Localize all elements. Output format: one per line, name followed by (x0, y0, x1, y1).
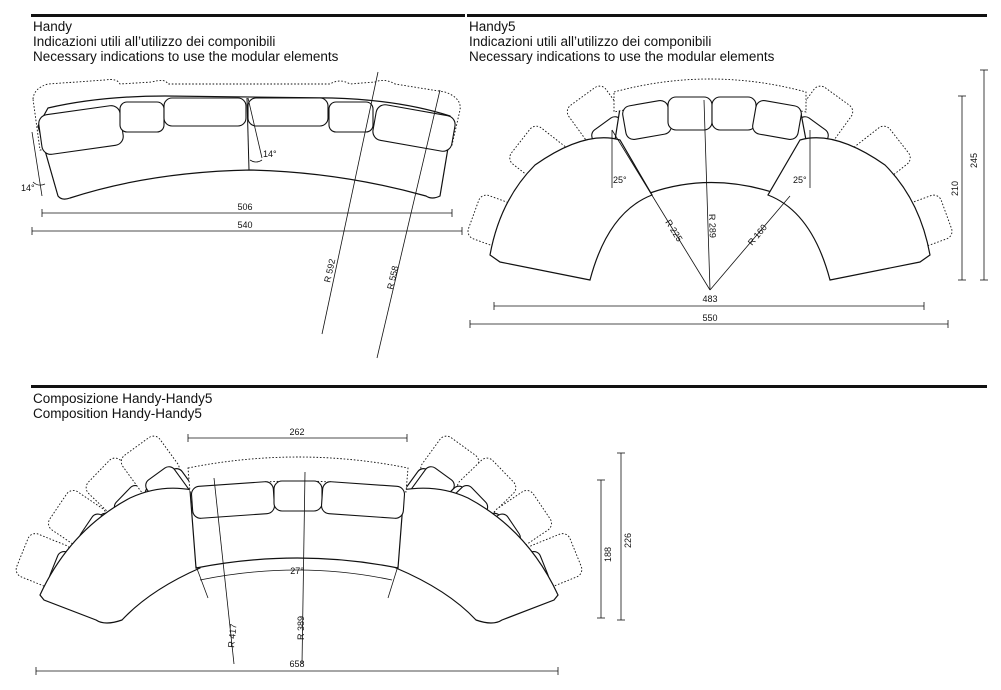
handy-cushion-5 (328, 101, 374, 133)
handy5-radius-line-c (709, 195, 791, 291)
handy-line-en: Necessary indications to use the modular… (33, 49, 339, 64)
handy5-line-en: Necessary indications to use the modular… (469, 49, 775, 64)
composition-total-width-label: 658 (289, 659, 304, 669)
handy5-left-seat-block (489, 137, 653, 281)
handy-heading: Handy Indicazioni utili all’utilizzo dei… (33, 19, 338, 64)
composition-title-en: Composition Handy-Handy5 (33, 406, 202, 421)
handy5-diagram: 483 550 210 245 25° 25° R 225 R 289 R 16… (465, 69, 988, 328)
handy5-radius-line-a (611, 129, 711, 291)
handy-seat-divider (246, 97, 250, 171)
composition-rule (31, 385, 987, 388)
top-rule-right (467, 14, 987, 17)
composition-depth-inner-label: 188 (603, 547, 613, 562)
composition-radius-outer-label: R 417 (226, 623, 238, 648)
composition-angle-arc (199, 569, 393, 581)
handy-cushion-4 (247, 97, 329, 127)
composition-radius-inner-line (301, 471, 306, 665)
composition-cushion-1 (190, 481, 276, 519)
handy-diagram: 506 540 14° 14° R 592 R 558 (21, 71, 463, 359)
handy-width-outer-label: 540 (237, 220, 252, 230)
handy-radius-inner-label: R 558 (385, 265, 400, 291)
composition-angle-right-line (387, 565, 399, 599)
handy-angle-center-arc (249, 159, 263, 163)
handy-angle-center-label: 14° (263, 149, 277, 159)
handy-cushion-3 (163, 97, 247, 127)
handy5-right-seat-block (767, 137, 931, 281)
handy-radius-inner-line (376, 89, 441, 359)
composition-heading: Composizione Handy-Handy5 Composition Ha… (33, 391, 212, 421)
handy5-title: Handy5 (469, 19, 516, 34)
composition-radius-inner-label: R 389 (296, 616, 306, 640)
handy5-center-cushion-4 (752, 99, 802, 141)
composition-title-it: Composizione Handy-Handy5 (33, 391, 213, 406)
composition-depth-outer-label: 226 (623, 533, 633, 548)
handy5-depth-outer-label: 245 (969, 153, 979, 168)
handy-cushion-6 (372, 104, 456, 152)
composition-top-width-label: 262 (289, 427, 304, 437)
handy5-center-cushion-1 (622, 99, 672, 141)
composition-angle-label: 27° (290, 566, 304, 576)
handy5-center-cushion-2 (667, 96, 713, 131)
top-rule-left (31, 14, 465, 17)
handy5-line-it: Indicazioni utili all’utilizzo dei compo… (469, 34, 712, 49)
handy5-heading: Handy5 Indicazioni utili all’utilizzo de… (469, 19, 774, 64)
handy-radius-outer-line (321, 71, 379, 335)
handy5-angle-left-label: 25° (613, 175, 627, 185)
handy5-radius-b-label: R 289 (707, 214, 718, 238)
handy-angle-left-label: 14° (21, 183, 35, 193)
handy-title: Handy (33, 19, 73, 34)
composition-cushion-3 (320, 481, 406, 519)
handy5-width-inner-label: 483 (702, 294, 717, 304)
handy5-width-outer-label: 550 (702, 313, 717, 323)
handy5-radius-c-label: R 160 (746, 222, 769, 247)
composition-radius-outer-line (213, 477, 235, 665)
handy-angle-center-line (247, 97, 263, 159)
handy5-radius-a-label: R 225 (663, 218, 684, 244)
handy-width-inner-label: 506 (237, 202, 252, 212)
handy5-center-cushion-3 (711, 96, 757, 131)
handy5-radius-line-b (703, 99, 711, 291)
handy-line-it: Indicazioni utili all’utilizzo dei compo… (33, 34, 276, 49)
handy5-depth-inner-label: 210 (950, 181, 960, 196)
composition-cushion-2 (273, 480, 323, 512)
composition-diagram: 262 27° R 417 R 389 658 188 226 (13, 427, 633, 675)
handy5-angle-right-label: 25° (793, 175, 807, 185)
composition-angle-left-line (195, 565, 209, 599)
handy-radius-outer-label: R 592 (322, 258, 337, 284)
handy-angle-left-arc (32, 181, 46, 186)
handy-cushion-2 (119, 101, 165, 133)
